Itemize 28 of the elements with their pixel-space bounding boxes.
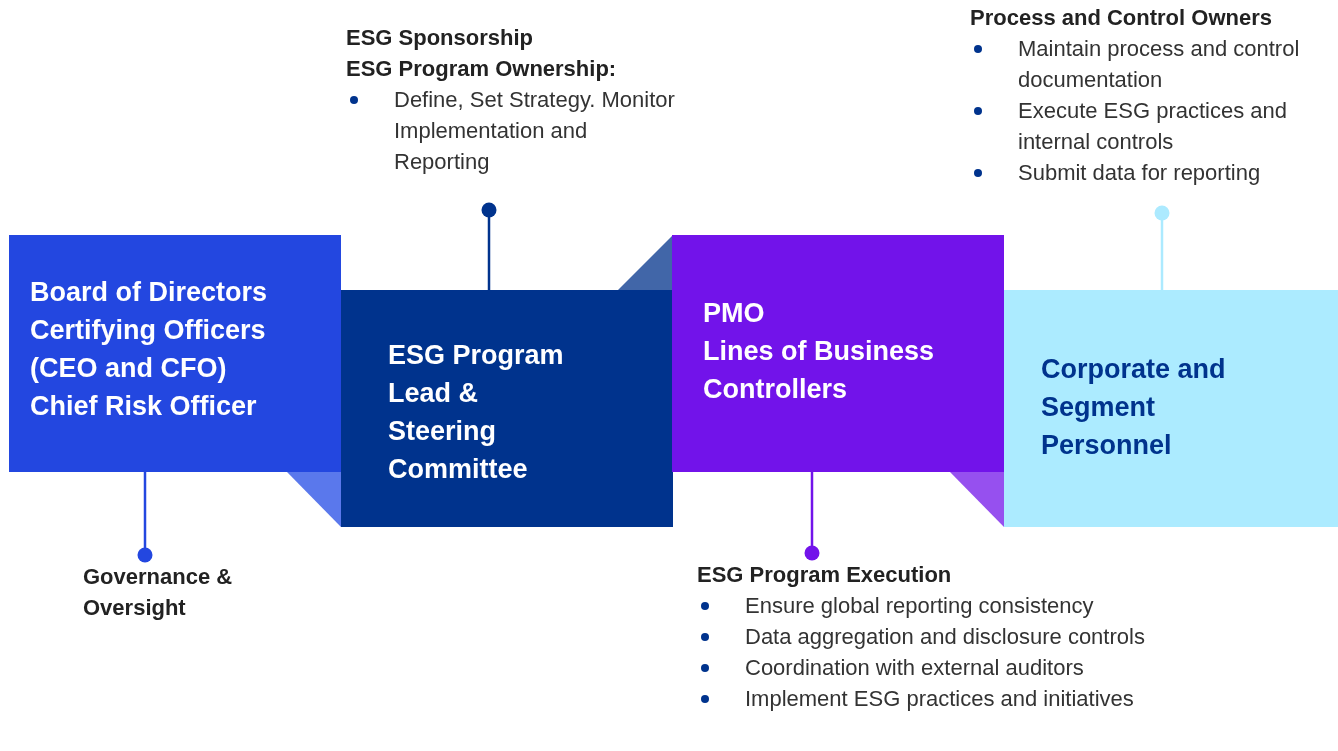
bullet-item: Coordination with external auditors <box>697 652 1237 683</box>
note-heading: ESG Program Execution <box>697 561 953 589</box>
role-box <box>341 290 673 527</box>
role-box <box>1004 290 1338 527</box>
leader-line <box>1154 205 1170 290</box>
note-heading: Process and Control Owners <box>970 4 1273 32</box>
note-heading: ESG Program Ownership: <box>346 55 618 83</box>
role-box <box>9 235 341 472</box>
role-label: ESG Program Lead & Steering Committee <box>388 339 565 486</box>
bullet-item: Execute ESG practices and internal controls <box>970 95 1338 157</box>
role-label: Chief Risk Officer <box>30 390 258 423</box>
bullet-item: Ensure global reporting consistency <box>697 590 1237 621</box>
role-label: Board of Directors <box>30 276 269 309</box>
bullet-item: Implement ESG practices and initiatives <box>697 683 1237 714</box>
bullet-item: Data aggregation and disclosure controls <box>697 621 1237 652</box>
bullet-item: Maintain process and control documentation <box>970 33 1338 95</box>
role-label: PMO <box>703 297 766 330</box>
role-label: Corporate and Segment Personnel <box>1041 353 1227 462</box>
leader-line <box>481 202 497 290</box>
role-box <box>672 235 1004 472</box>
note-heading: Governance & Oversight <box>83 563 234 622</box>
role-label: Lines of Business Controllers <box>703 335 936 406</box>
note-heading: ESG Sponsorship <box>346 24 535 52</box>
bullet-item: Submit data for reporting <box>970 157 1338 188</box>
leader-line <box>137 472 153 563</box>
role-label: Certifying Officers (CEO and CFO) <box>30 314 267 385</box>
leader-line <box>804 472 820 561</box>
bullet-item: Define, Set Strategy. Monitor Implementation and Reporting <box>346 84 686 177</box>
